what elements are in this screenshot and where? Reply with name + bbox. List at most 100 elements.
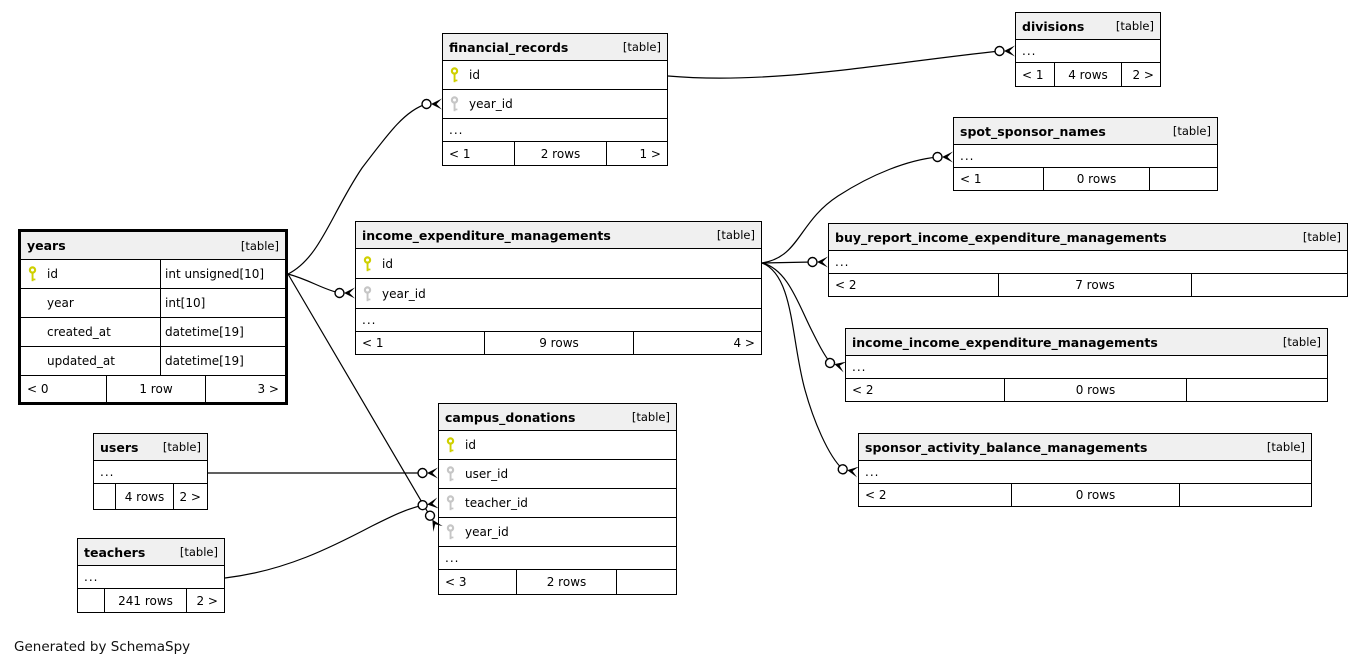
table-header: income_expenditure_managements [table] [356, 222, 761, 249]
table-name[interactable]: income_income_expenditure_managements [852, 334, 1158, 350]
column-name: id [469, 68, 480, 82]
columns-ellipsis: ... [829, 251, 1347, 274]
crow-foot-marker [994, 45, 1015, 57]
crow-foot-marker [837, 464, 859, 478]
table-tag: [table] [1115, 19, 1154, 33]
table-sponsor-activity-balance-managements[interactable]: sponsor_activity_balance_managements [ta… [858, 433, 1312, 507]
table-divisions[interactable]: divisions [table] ... < 1 4 rows 2 > [1015, 12, 1161, 87]
table-name[interactable]: users [100, 439, 139, 455]
table-years[interactable]: years [table] id int unsigned[10] year i… [18, 229, 288, 405]
column-name: updated_at [47, 354, 115, 368]
table-name[interactable]: divisions [1022, 18, 1085, 34]
table-tag: [table] [162, 440, 201, 454]
crow-foot-marker [807, 256, 828, 268]
table-name[interactable]: spot_sponsor_names [960, 123, 1106, 139]
parents-count: 2 > [1121, 63, 1160, 86]
columns-ellipsis: ... [954, 145, 1217, 168]
table-header: sponsor_activity_balance_managements [ta… [859, 434, 1311, 461]
columns-ellipsis: ... [94, 461, 207, 484]
children-count: < 2 [835, 278, 857, 292]
table-income-expenditure-managements[interactable]: income_expenditure_managements [table] i… [355, 221, 762, 355]
table-name[interactable]: income_expenditure_managements [362, 227, 611, 243]
primary-key-icon [446, 437, 455, 453]
edge-iem-income-income [761, 262, 831, 364]
children-count: < 1 [362, 336, 384, 350]
row-count: 0 rows [1043, 168, 1149, 190]
table-header: income_income_expenditure_managements [t… [846, 329, 1327, 356]
parents-count: 1 > [606, 142, 667, 165]
column-name: id [382, 256, 393, 271]
table-name[interactable]: teachers [84, 544, 146, 560]
edge-iem-buy-report [761, 261, 813, 264]
table-buy-report-income-expenditure-managements[interactable]: buy_report_income_expenditure_management… [828, 223, 1348, 297]
table-tag: [table] [716, 228, 755, 242]
crow-foot-marker [417, 467, 438, 479]
table-name[interactable]: sponsor_activity_balance_managements [865, 439, 1148, 455]
column-row: user_id [439, 460, 676, 489]
table-header: users [table] [94, 434, 207, 461]
table-footer: 241 rows 2 > [78, 589, 224, 612]
table-tag: [table] [179, 545, 218, 559]
table-name[interactable]: years [27, 238, 66, 253]
table-name[interactable]: financial_records [449, 39, 569, 55]
columns-ellipsis: ... [356, 309, 761, 332]
primary-key-icon [28, 266, 37, 282]
table-header: buy_report_income_expenditure_management… [829, 224, 1347, 251]
children-count: < 0 [27, 382, 49, 396]
table-users[interactable]: users [table] ... 4 rows 2 > [93, 433, 208, 510]
crow-foot-marker [824, 357, 847, 373]
row-count: 4 rows [115, 484, 173, 509]
table-footer: < 1 4 rows 2 > [1016, 63, 1160, 86]
row-count: 1 row [106, 376, 205, 402]
row-count: 0 rows [1004, 379, 1186, 401]
column-name: year_id [469, 97, 513, 111]
table-header: campus_donations [table] [439, 404, 676, 431]
table-financial-records[interactable]: financial_records [table] id year_id ...… [442, 33, 668, 166]
parents-count [1149, 168, 1217, 190]
column-type: datetime[19] [160, 318, 285, 346]
table-name[interactable]: campus_donations [445, 409, 576, 425]
foreign-key-icon [446, 495, 455, 511]
column-name: created_at [47, 325, 111, 339]
parents-count [1179, 484, 1311, 506]
column-row: id [356, 249, 761, 279]
children-count: < 1 [449, 146, 471, 161]
primary-key-icon [363, 255, 372, 271]
crow-foot-marker [932, 151, 953, 163]
foreign-key-icon [446, 466, 455, 482]
table-campus-donations[interactable]: campus_donations [table] id user_id teac… [438, 403, 677, 595]
crow-foot-marker [417, 497, 439, 511]
row-count: 9 rows [484, 332, 633, 354]
children-count: < 2 [852, 383, 874, 397]
column-row: created_at datetime[19] [21, 318, 285, 347]
row-count: 7 rows [998, 274, 1191, 296]
column-name: year_id [382, 286, 426, 301]
children-count: < 2 [865, 488, 887, 502]
table-name[interactable]: buy_report_income_expenditure_management… [835, 229, 1167, 245]
table-spot-sponsor-names[interactable]: spot_sponsor_names [table] ... < 1 0 row… [953, 117, 1218, 191]
column-row: id [443, 61, 667, 90]
table-footer: < 1 2 rows 1 > [443, 142, 667, 165]
row-count: 0 rows [1011, 484, 1179, 506]
column-row: id int unsigned[10] [21, 260, 285, 289]
columns-ellipsis: ... [78, 566, 224, 589]
columns-ellipsis: ... [439, 547, 676, 570]
children-count: < 1 [1022, 67, 1044, 82]
edge-teachers-campus-donations [224, 504, 424, 579]
columns-ellipsis: ... [846, 356, 1327, 379]
edge-years-income-expenditure [287, 273, 340, 294]
column-name: user_id [465, 467, 509, 481]
parents-count: 4 > [633, 332, 761, 354]
row-count: 241 rows [104, 589, 186, 612]
table-header: teachers [table] [78, 539, 224, 566]
table-teachers[interactable]: teachers [table] ... 241 rows 2 > [77, 538, 225, 613]
parents-count [1191, 274, 1347, 296]
table-header: spot_sponsor_names [table] [954, 118, 1217, 145]
row-count: 4 rows [1054, 63, 1121, 86]
table-income-income-expenditure-managements[interactable]: income_income_expenditure_managements [t… [845, 328, 1328, 402]
children-count [78, 589, 104, 612]
column-name: id [465, 438, 476, 452]
table-footer: < 2 7 rows [829, 274, 1347, 296]
table-footer: < 3 2 rows [439, 570, 676, 594]
